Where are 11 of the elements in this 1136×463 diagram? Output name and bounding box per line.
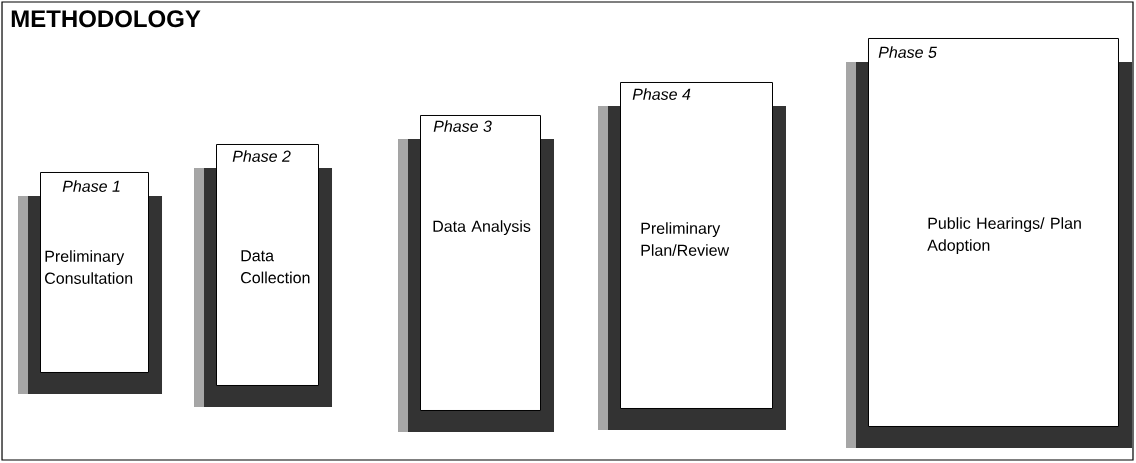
- title: METHODOLOGY: [11, 10, 201, 28]
- node-label: Phase 1: [62, 180, 120, 192]
- node-label: Phase 3: [433, 120, 492, 132]
- node-label: Phase 2: [232, 150, 291, 162]
- phase-card: Phase 2 Data Collection: [194, 144, 332, 407]
- phase-card: Phase 4 Preliminary Plan/Review: [598, 82, 786, 430]
- node-label: Phase 5: [878, 46, 937, 58]
- phase-card: Phase 5 Public Hearings/ Plan Adoption: [846, 38, 1132, 448]
- node-label: Phase 4: [632, 88, 691, 100]
- phase-card: Phase 1 Preliminary Consultation: [18, 172, 162, 394]
- phase-card: Phase 3 Data Analysis: [398, 115, 554, 432]
